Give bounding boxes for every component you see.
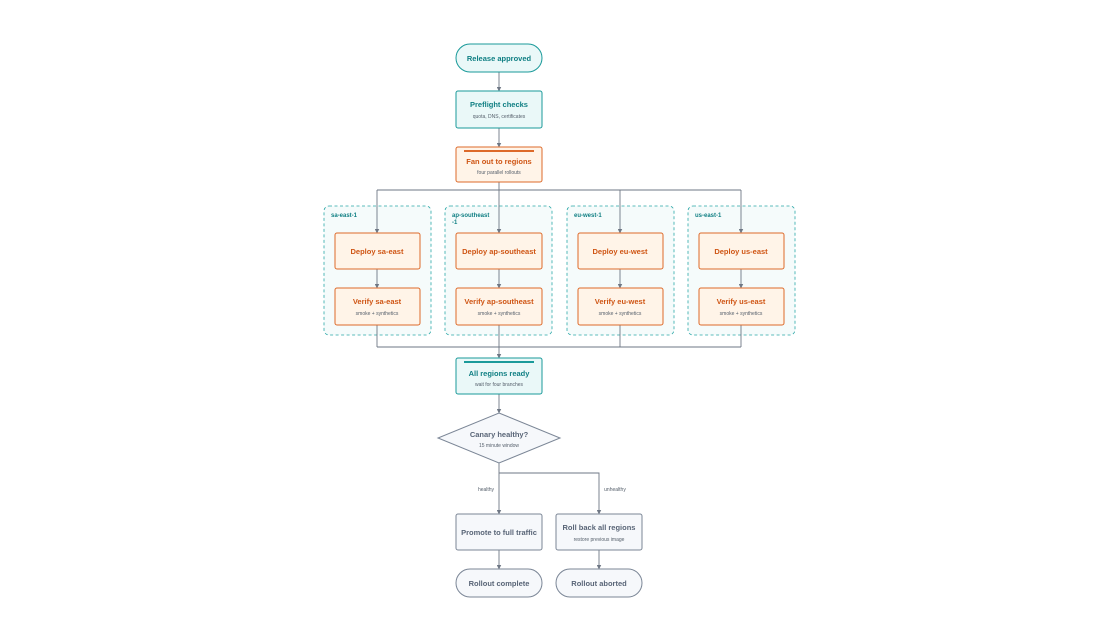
node-verify-eu-west-sub: smoke + synthetics: [599, 311, 642, 317]
node-preflight-title: Preflight checks: [470, 100, 528, 109]
node-deploy-sa-east-title: Deploy sa-east: [351, 247, 404, 256]
node-deploy-sa-east: Deploy sa-east: [334, 232, 421, 270]
node-verify-us-east-sub: smoke + synthetics: [720, 311, 763, 317]
fan-out-accent-bar: [464, 150, 534, 152]
node-complete-title: Rollout complete: [469, 579, 530, 588]
node-all-regions-ready: All regions ready wait for four branches: [455, 357, 543, 395]
edge-label-unhealthy: unhealthy: [604, 487, 626, 493]
node-fan-out-sub: four parallel rollouts: [477, 170, 521, 176]
node-deploy-eu-west-title: Deploy eu-west: [592, 247, 648, 256]
lane-label-eu-west-1: eu-west-1: [574, 213, 602, 219]
node-canary-decision: Canary healthy? 15 minute window: [436, 412, 562, 464]
node-release-approved-title: Release approved: [467, 54, 532, 63]
node-deploy-eu-west: Deploy eu-west: [577, 232, 664, 270]
node-fan-out: Fan out to regions four parallel rollout…: [455, 146, 543, 183]
node-aborted-title: Rollout aborted: [571, 579, 627, 588]
lane-label-ap-southeast-1: ap-southeast: [452, 213, 489, 219]
node-rollout-aborted: Rollout aborted: [555, 568, 643, 598]
node-verify-us-east: Verify us-east smoke + synthetics: [698, 287, 785, 326]
node-verify-ap-southeast: Verify ap-southeast smoke + synthetics: [455, 287, 543, 326]
node-ready-sub: wait for four branches: [475, 382, 524, 388]
node-deploy-ap-southeast: Deploy ap-southeast: [455, 232, 543, 270]
lane-label-us-east-1: us-east-1: [695, 213, 722, 219]
edges: [374, 72, 744, 570]
node-promote: Promote to full traffic: [455, 513, 543, 551]
node-promote-title: Promote to full traffic: [461, 528, 537, 537]
edge-label-healthy: healthy: [478, 487, 495, 493]
node-rollback: Roll back all regions restore previous i…: [555, 513, 643, 551]
node-rollout-complete: Rollout complete: [455, 568, 543, 598]
node-verify-ap-southeast-sub: smoke + synthetics: [478, 311, 521, 317]
node-canary-sub: 15 minute window: [479, 443, 519, 449]
node-deploy-us-east-title: Deploy us-east: [714, 247, 768, 256]
node-preflight-sub: quota, DNS, certificates: [473, 114, 526, 120]
node-verify-sa-east-title: Verify sa-east: [353, 297, 402, 306]
node-fan-out-title: Fan out to regions: [466, 157, 531, 166]
node-release-approved: Release approved: [455, 43, 543, 73]
node-verify-sa-east: Verify sa-east smoke + synthetics: [334, 287, 421, 326]
edge-canary-rollback: [499, 472, 602, 515]
node-verify-ap-southeast-title: Verify ap-southeast: [464, 297, 534, 306]
node-rollback-sub: restore previous image: [574, 537, 625, 543]
node-verify-sa-east-sub: smoke + synthetics: [356, 311, 399, 317]
node-deploy-us-east: Deploy us-east: [698, 232, 785, 270]
node-verify-eu-west-title: Verify eu-west: [595, 297, 646, 306]
lane-label-ap-southeast-1-cont: -1: [452, 220, 458, 226]
lane-label-sa-east-1: sa-east-1: [331, 213, 358, 219]
node-verify-us-east-title: Verify us-east: [717, 297, 766, 306]
ready-accent-bar: [464, 361, 534, 363]
node-rollback-title: Roll back all regions: [563, 523, 636, 532]
node-canary-title: Canary healthy?: [470, 430, 529, 439]
node-verify-eu-west: Verify eu-west smoke + synthetics: [577, 287, 664, 326]
node-preflight-checks: Preflight checks quota, DNS, certificate…: [455, 90, 543, 129]
node-ready-title: All regions ready: [469, 369, 531, 378]
node-deploy-ap-southeast-title: Deploy ap-southeast: [462, 247, 536, 256]
